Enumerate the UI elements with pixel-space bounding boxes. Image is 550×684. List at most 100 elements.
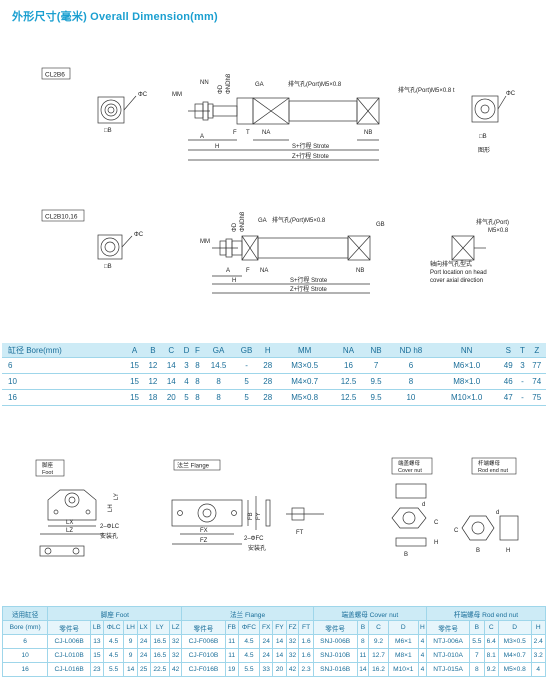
table-cell: 4.5: [102, 634, 125, 649]
svg-text:ΦD: ΦD: [232, 222, 238, 232]
svg-text:LY: LY: [114, 493, 120, 500]
table-cell: 13: [90, 634, 104, 649]
table-cell: 7: [469, 648, 485, 663]
table-cell: 4: [180, 373, 193, 390]
svg-text:Foot: Foot: [42, 470, 53, 476]
column-header: 零件号: [312, 620, 358, 635]
table-cell: 9.5: [364, 373, 388, 390]
svg-text:图形: 图形: [478, 146, 490, 154]
table-cell: 8: [469, 662, 485, 677]
table-cell: 47: [499, 389, 518, 406]
table-cell: 9.2: [483, 662, 499, 677]
table-cell: 14: [272, 648, 287, 663]
axial-port-view: [451, 235, 486, 261]
table-cell: 10: [387, 389, 435, 406]
svg-text:FB: FB: [248, 512, 254, 520]
svg-text:GB: GB: [376, 222, 385, 228]
table-cell: 3: [180, 357, 193, 374]
table-cell: 19: [224, 662, 239, 677]
svg-text:A: A: [226, 268, 230, 274]
table-cell: 16: [332, 357, 365, 374]
table-cell: 8: [192, 373, 203, 390]
table-cell: SNJ-006B: [312, 634, 358, 649]
table-cell: 2.4: [530, 634, 547, 649]
table-cell: 6: [2, 357, 126, 374]
table-cell: 12.5: [332, 373, 365, 390]
table-cell: 6.4: [483, 634, 499, 649]
table-cell: 25: [136, 662, 151, 677]
model-a-label: CL2B6: [45, 72, 65, 79]
table-cell: 16: [1, 662, 49, 677]
table-cell: 32: [169, 634, 183, 649]
table-cell: 28: [258, 357, 277, 374]
table-cell: 8.1: [483, 648, 499, 663]
table2-group-header: 适用缸径 脚座 Foot 法兰 Flange 端盖螺母 Cover nut 杆端…: [1, 606, 547, 621]
table-cell: M5×0.8: [276, 389, 333, 406]
table-cell: 6: [387, 357, 435, 374]
svg-text:ΦD: ΦD: [218, 84, 224, 94]
svg-text:排气孔(Port)M5×0.8: 排气孔(Port)M5×0.8: [272, 216, 326, 224]
table-cell: 1.6: [298, 634, 314, 649]
table-cell: 16.5: [149, 634, 171, 649]
table-cell: 7: [364, 357, 388, 374]
column-header: H: [530, 620, 547, 635]
table-cell: 3: [517, 357, 528, 374]
svg-text:Cover nut: Cover nut: [398, 468, 422, 474]
table-cell: 10: [1, 648, 49, 663]
table-cell: -: [234, 357, 259, 374]
column-header: C: [368, 620, 389, 635]
table-cell: 1.6: [298, 648, 314, 663]
table-cell: CJ-L016B: [47, 662, 91, 677]
svg-text:Rod end nut: Rod end nut: [478, 468, 508, 474]
table-cell: 10: [2, 373, 126, 390]
svg-text:ΦC: ΦC: [138, 92, 148, 98]
end-view-right-a: [471, 95, 507, 123]
svg-text:B: B: [404, 552, 408, 558]
svg-text:安装孔: 安装孔: [100, 532, 118, 540]
table-cell: -: [517, 373, 528, 390]
table-cell: NTJ-010A: [425, 648, 471, 663]
table-cell: 15: [125, 389, 144, 406]
table-cell: M4×0.7: [497, 648, 532, 663]
table-cell: 11: [224, 648, 239, 663]
cylinder-side-a: [188, 97, 380, 161]
svg-text:LZ: LZ: [66, 528, 73, 534]
column-header: B: [469, 620, 485, 635]
table-cell: 12.5: [332, 389, 365, 406]
column-header: ΦFC: [237, 620, 261, 635]
cylinder-side-b: [212, 235, 371, 294]
table-cell: 23: [90, 662, 104, 677]
table-cell: M6×1.0: [434, 357, 500, 374]
table-cell: 32: [285, 634, 300, 649]
table-cell: 77: [527, 357, 546, 374]
svg-text:C: C: [454, 528, 459, 534]
rod-end-nut-drawing: [461, 515, 519, 541]
table-cell: 14: [356, 662, 370, 677]
cover-nut-drawing: [391, 483, 427, 547]
table-cell: SNJ-016B: [312, 662, 358, 677]
column-header: 零件号: [425, 620, 471, 635]
table-cell: 15: [90, 648, 104, 663]
svg-text:Port location on head: Port location on head: [430, 270, 487, 276]
svg-text:ΦC: ΦC: [134, 232, 144, 238]
column-header: FZ: [285, 620, 300, 635]
svg-text:安装孔: 安装孔: [248, 544, 266, 552]
table-cell: 74: [527, 373, 546, 390]
table-cell: 8: [387, 373, 435, 390]
table-cell: 24: [259, 634, 274, 649]
accessory-table: 适用缸径 脚座 Foot 法兰 Flange 端盖螺母 Cover nut 杆端…: [1, 606, 547, 677]
svg-text:端盖螺母: 端盖螺母: [398, 459, 421, 467]
table-cell: 5.5: [469, 634, 485, 649]
table-cell: 20: [272, 662, 287, 677]
table-cell: 42: [169, 662, 183, 677]
table-cell: 8: [192, 389, 203, 406]
table-cell: 42: [285, 662, 300, 677]
table-cell: 9.5: [364, 389, 388, 406]
svg-text:2–ΦLC: 2–ΦLC: [100, 524, 120, 530]
table-cell: M5×0.8: [497, 662, 532, 677]
svg-text:GA: GA: [258, 218, 267, 224]
table-cell: 6: [1, 634, 49, 649]
table-cell: 4: [417, 634, 427, 649]
svg-text:FT: FT: [296, 530, 304, 536]
